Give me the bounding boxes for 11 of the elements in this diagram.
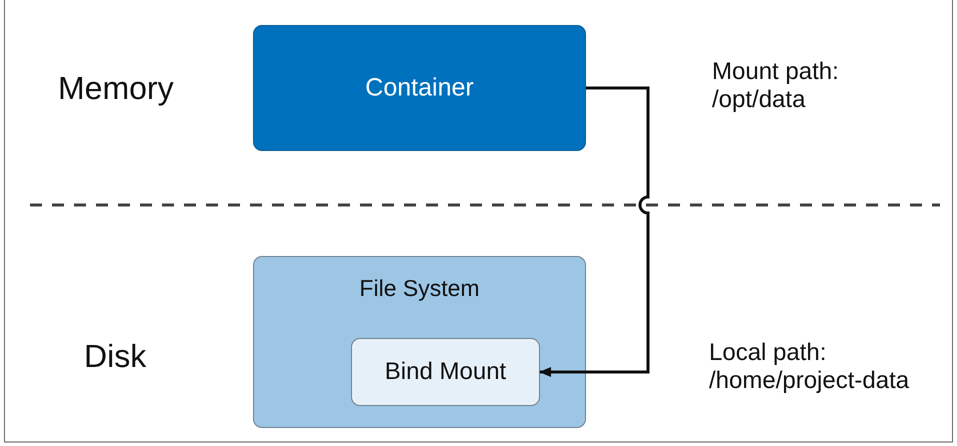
path-note: Mount path: /opt/data (712, 58, 840, 114)
node-label: Container (364, 74, 475, 102)
layer-label: Disk (84, 338, 148, 375)
bind-mount-box (351, 338, 540, 406)
node-label: File System (358, 275, 481, 302)
path-note: Local path: /home/project-data (709, 339, 910, 394)
file-system-box (253, 256, 586, 428)
container-box (253, 25, 586, 151)
layer-label: Memory (58, 70, 175, 107)
node-label: Bind Mount (384, 358, 508, 386)
connector-arrow (539, 86, 650, 377)
